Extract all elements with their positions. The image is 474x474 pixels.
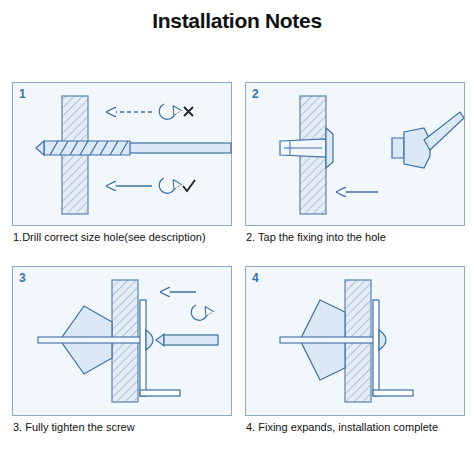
step-panel: 11.Drill correct size hole(see descripti…: [12, 82, 232, 226]
step-number: 1: [19, 87, 26, 101]
step-panel: 44. Fixing expands, installation complet…: [245, 266, 465, 416]
step-panel: 22. Tap the fixing into the hole: [245, 82, 465, 226]
step-caption: 1.Drill correct size hole(see descriptio…: [13, 231, 206, 243]
step-number: 2: [252, 87, 259, 101]
title: Installation Notes: [0, 9, 474, 33]
step-caption: 2. Tap the fixing into the hole: [246, 231, 386, 243]
step-caption: 4. Fixing expands, installation complete: [246, 421, 438, 433]
step-caption: 3. Fully tighten the screw: [13, 421, 135, 433]
step-panel: 33. Fully tighten the screw: [12, 266, 232, 416]
step-number: 4: [252, 271, 259, 285]
step-number: 3: [19, 271, 26, 285]
